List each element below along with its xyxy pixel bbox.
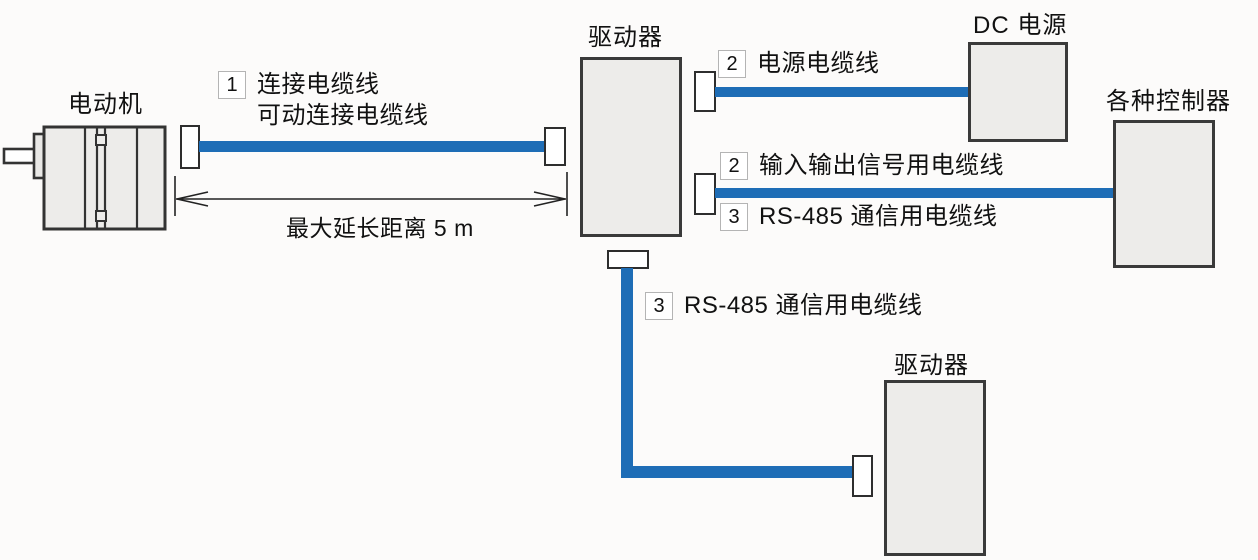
callout-rs485-cable-lower: 3 RS-485 通信用电缆线 xyxy=(645,290,923,321)
driver1-label: 驱动器 xyxy=(588,24,663,51)
rs485-bottom-connector xyxy=(607,250,649,269)
controllers-box xyxy=(1113,120,1215,268)
callout-connection-cable: 1 连接电缆线 可动连接电缆线 xyxy=(218,69,429,131)
motor-cable-connector-left xyxy=(180,125,200,169)
callout-rs485-cable: 3 RS-485 通信用电缆线 xyxy=(720,201,998,232)
motor-cable xyxy=(199,141,545,152)
callout-number-3b: 3 xyxy=(645,292,673,320)
callout-power-cable: 2 电源电缆线 xyxy=(718,48,880,79)
callout-rs485-cable-text: RS-485 通信用电缆线 xyxy=(759,203,998,230)
controllers-label: 各种控制器 xyxy=(1106,88,1231,115)
dc-power-box xyxy=(968,42,1068,142)
driver2-box xyxy=(884,380,986,556)
power-cable xyxy=(715,87,969,97)
driver1-box xyxy=(580,57,682,237)
callout-number-1: 1 xyxy=(218,71,246,99)
callout-number-3: 3 xyxy=(720,203,748,231)
callout-power-cable-text: 电源电缆线 xyxy=(757,50,880,77)
rs485-cable-vertical xyxy=(621,268,633,478)
max-distance-label: 最大延长距离 5 m xyxy=(286,215,474,241)
motor-label: 电动机 xyxy=(68,91,143,118)
io-cable-connector xyxy=(694,173,716,215)
dimension-arrow xyxy=(174,172,568,216)
io-rs485-cable xyxy=(715,188,1114,198)
callout-number-2: 2 xyxy=(718,50,746,78)
power-cable-connector xyxy=(694,71,716,112)
driver2-connector xyxy=(852,455,873,497)
connection-cable-line1: 连接电缆线 xyxy=(257,71,380,98)
dc-power-label: DC 电源 xyxy=(973,12,1068,39)
motor-illustration xyxy=(2,125,167,231)
callout-connection-cable-text: 连接电缆线 可动连接电缆线 xyxy=(257,69,429,131)
driver2-label: 驱动器 xyxy=(894,352,969,379)
callout-number-2b: 2 xyxy=(720,152,748,180)
motor-cable-connector-right xyxy=(544,127,566,166)
connection-cable-line2: 可动连接电缆线 xyxy=(257,102,429,129)
callout-rs485-cable-lower-text: RS-485 通信用电缆线 xyxy=(684,292,923,319)
callout-io-cable-text: 输入输出信号用电缆线 xyxy=(759,152,1004,179)
callout-io-cable: 2 输入输出信号用电缆线 xyxy=(720,150,1004,181)
rs485-cable-horizontal xyxy=(621,466,853,478)
